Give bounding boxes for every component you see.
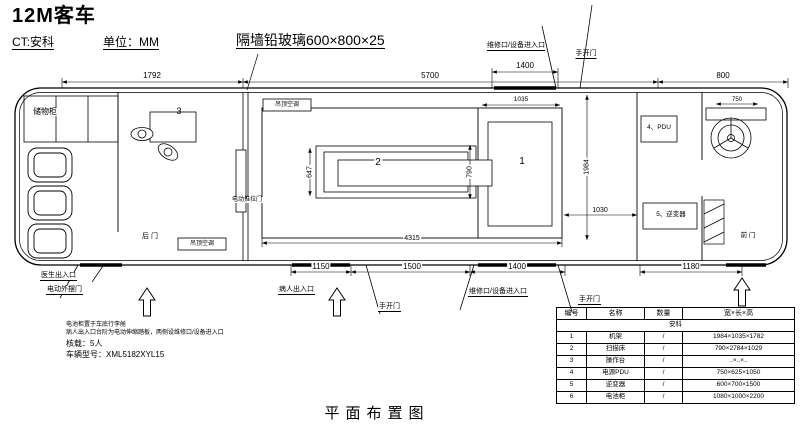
spec-cell: / — [644, 343, 683, 356]
storage-cabinet — [23, 95, 119, 143]
spec-cell: 750×625×1050 — [682, 367, 795, 380]
dim-750: 750 — [730, 97, 744, 103]
spec-cell: 机架 — [586, 331, 645, 344]
console-desk — [149, 111, 197, 143]
ceiling-ac-label-rear: 吊顶空调 — [189, 241, 215, 247]
dim-790: 790 — [466, 165, 474, 179]
service-port-callout-bottom: 维修口/设备进入口 — [468, 288, 528, 297]
leader-lines — [91, 53, 259, 283]
equipment-spec-table: 编号 名称 数量 宽×长×高 安科 1 机架 / 1984×1035×1782 … — [556, 307, 795, 404]
spec-cell: 1984×1035×1782 — [682, 331, 795, 344]
spec-header-row: 编号 名称 数量 宽×长×高 — [556, 307, 795, 320]
dimension-lines — [61, 68, 789, 276]
spec-cell: 5 — [556, 379, 587, 392]
inverter-label: 5、逆变器 — [655, 211, 687, 219]
ceiling-ac-units — [177, 98, 312, 251]
spec-header-cell: 名称 — [586, 307, 645, 320]
front-door-label: 前 门 — [739, 232, 757, 240]
spec-cell: 790×2784×1029 — [682, 343, 795, 356]
spec-brand-row: 安科 — [556, 319, 795, 332]
dim-1400-bottom: 1400 — [507, 262, 527, 271]
spec-brand-cell: 安科 — [556, 319, 795, 332]
dim-1792: 1792 — [143, 71, 161, 80]
note-line-2: 病人出入口台阶为电动伸缩踏板，两侧设维修口/设备进入口 — [66, 330, 224, 336]
lead-glass-annotation: 隔墙铅玻璃600×800×25 — [236, 32, 385, 49]
spec-cell: 3 — [556, 355, 587, 368]
spec-cell: 6 — [556, 391, 587, 404]
dim-1984: 1984 — [583, 158, 591, 176]
inverter-box — [642, 202, 698, 230]
spec-cell: 1 — [556, 331, 587, 344]
entry-arrows — [138, 277, 751, 317]
steering-wheel — [710, 117, 752, 159]
dim-5700: 5700 — [421, 71, 439, 80]
battery-cabinet — [703, 199, 725, 245]
room-3-label: 3 — [176, 106, 182, 116]
storage-cabinet-label: 储物柜 — [32, 107, 58, 116]
spec-cell: 电池柜 — [586, 391, 645, 404]
rear-seats — [27, 147, 73, 259]
dim-1030: 1030 — [591, 207, 609, 214]
spec-cell: 2 — [556, 343, 587, 356]
spec-cell: / — [644, 331, 683, 344]
spec-row: 5 逆变器 / 600×700×1500 — [556, 379, 795, 392]
patient-entry-callout: 病人出入口 — [278, 286, 315, 295]
note-line-1: 电池柜置于车底行李舱 — [66, 322, 127, 328]
room-2-label: 2 — [374, 157, 382, 168]
dim-1400-top: 1400 — [516, 61, 534, 70]
spec-cell: 600×700×1500 — [682, 379, 795, 392]
spec-cell: 逆变器 — [586, 379, 645, 392]
spec-row: 4 电源PDU / 750×625×1050 — [556, 367, 795, 380]
operator-figures — [130, 127, 179, 161]
dim-1500: 1500 — [402, 262, 422, 271]
spec-cell: / — [644, 379, 683, 392]
spec-cell: ..×..×.. — [682, 355, 795, 368]
capacity-note: 核载：5人 — [66, 339, 103, 348]
plan-title: 平面布置图 — [324, 405, 430, 422]
spec-cell: 电源PDU — [586, 367, 645, 380]
spec-row: 3 操作台 / ..×..×.. — [556, 355, 795, 368]
scan-bed — [315, 145, 493, 199]
ct-vendor-label: CT:安科 — [12, 35, 55, 50]
pdu-box — [640, 115, 678, 143]
dim-800: 800 — [716, 71, 730, 80]
hand-door-callout-right: 手开门 — [578, 296, 601, 305]
ceiling-ac-label-front: 吊顶空调 — [274, 102, 300, 108]
partition-walls — [117, 92, 703, 261]
dim-1180: 1180 — [681, 262, 701, 271]
lead-glass-partition — [235, 92, 249, 261]
rear-door-label: 后 门 — [141, 233, 159, 240]
sliding-door-label: 电动推拉门 — [230, 197, 264, 203]
spec-cell: 4 — [556, 367, 587, 380]
dim-4315: 4315 — [403, 235, 421, 242]
unit-label: 单位：MM — [103, 35, 159, 50]
spec-row: 6 电池柜 / 1080×1000×2200 — [556, 391, 795, 404]
dim-1035: 1035 — [512, 96, 530, 104]
service-port-callout-top: 维修口/设备进入口 — [487, 42, 545, 51]
spec-header-cell: 编号 — [556, 307, 587, 320]
spec-cell: / — [644, 391, 683, 404]
doctor-exit-callout: 医生出入口 — [40, 272, 77, 281]
room-1-label: 1 — [518, 156, 526, 167]
spec-row: 1 机架 / 1984×1035×1782 — [556, 331, 795, 344]
hand-door-callout-mid: 手开门 — [378, 303, 401, 312]
dashboard — [705, 107, 767, 121]
bus-body-outline — [14, 87, 788, 266]
vehicle-model-note: 车辆型号：XML5182XYL15 — [66, 350, 165, 359]
dim-1150: 1150 — [311, 262, 331, 271]
pdu-label: 4、PDU — [646, 124, 672, 132]
spec-cell: 1080×1000×2200 — [682, 391, 795, 404]
spec-row: 2 扫描床 / 790×2784×1029 — [556, 343, 795, 356]
spec-cell: 扫描床 — [586, 343, 645, 356]
spec-header-cell: 数量 — [644, 307, 683, 320]
drawing-title: 12M客车 — [12, 5, 96, 27]
doctor-door-callout: 电动外摆门 — [46, 286, 83, 295]
spec-cell: / — [644, 355, 683, 368]
dim-647: 647 — [306, 165, 314, 179]
ct-gantry — [487, 121, 553, 227]
hand-door-callout-top: 手开门 — [575, 50, 597, 59]
spec-header-cell: 宽×长×高 — [682, 307, 795, 320]
spec-cell: / — [644, 367, 683, 380]
spec-cell: 操作台 — [586, 355, 645, 368]
